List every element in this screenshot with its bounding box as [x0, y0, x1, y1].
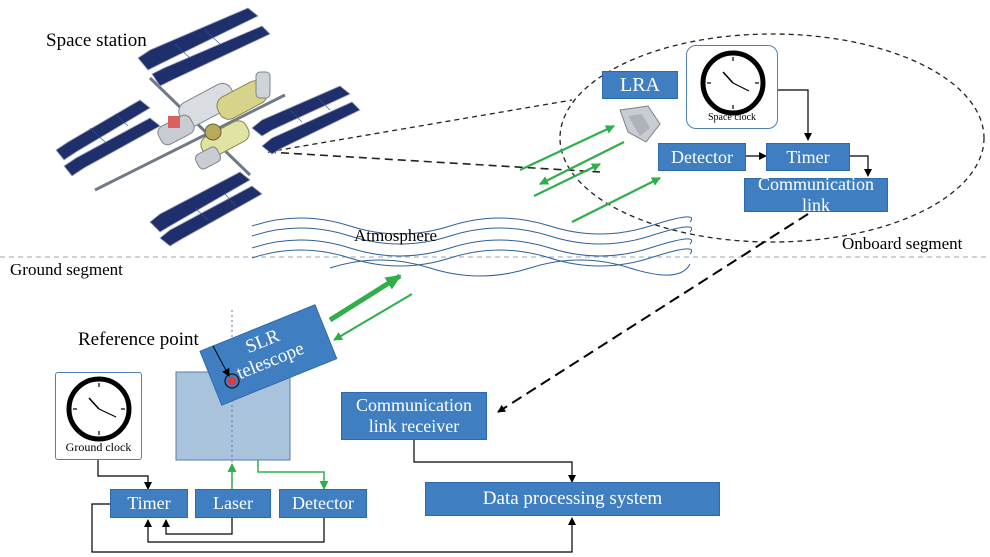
- onboard-laser-beams: [519, 125, 661, 223]
- timer-to-comm-link-arrow: [850, 155, 872, 177]
- zoom-line-lower: [267, 151, 601, 173]
- communication-link-receiver-box: Communication link receiver: [341, 392, 487, 440]
- clock-icon: [700, 50, 766, 116]
- receiver-line2: link receiver: [368, 416, 460, 436]
- ground-timer-box: Timer: [110, 489, 188, 518]
- return-laser-beam: [333, 293, 413, 341]
- atmosphere-label: Atmosphere: [354, 226, 438, 245]
- reference-point-leader: [212, 345, 230, 377]
- space-station-label: Space station: [46, 30, 147, 51]
- telescope-to-detector-arrow: [257, 460, 329, 490]
- ground-clock-to-timer-arrow: [97, 460, 152, 490]
- data-processing-system-box: Data processing system: [425, 482, 720, 516]
- ground-clock: Ground clock: [55, 372, 142, 460]
- onboard-segment-boundary: [559, 33, 985, 243]
- clock-icon: [66, 376, 132, 442]
- receiver-line1: Communication: [356, 395, 472, 415]
- onboard-timer-box: Timer: [766, 143, 850, 171]
- ground-segment-label: Ground segment: [10, 260, 123, 279]
- space-clock-label: Space clock: [707, 112, 757, 123]
- receiver-to-data-processing-arrow: [413, 440, 576, 483]
- space-clock: Space clock: [686, 45, 778, 129]
- zoom-line-upper: [267, 99, 573, 153]
- onboard-segment-label: Onboard segment: [842, 234, 963, 253]
- atmosphere-waves: [251, 216, 693, 277]
- space-station-illustration: [55, 7, 361, 247]
- laser-to-timer-arrow: [162, 518, 233, 535]
- downlink-arrow: [497, 213, 809, 413]
- ground-detector-box: Detector: [279, 489, 367, 518]
- lra-reflector-icon: [619, 105, 661, 143]
- laser-box: Laser: [195, 489, 271, 518]
- uplink-laser-beam: [328, 273, 402, 323]
- space-clock-to-timer-arrow: [778, 89, 812, 141]
- reference-point-ring: [224, 373, 240, 389]
- communication-link-box: Communication link: [744, 174, 888, 215]
- onboard-detector-box: Detector: [658, 143, 746, 171]
- timer-to-data-processing-arrow: [91, 503, 576, 553]
- ground-clock-label: Ground clock: [65, 440, 132, 454]
- reference-point-marker: [228, 377, 236, 385]
- reference-point-label: Reference point: [78, 329, 199, 350]
- lra-box: LRA: [602, 71, 678, 99]
- detector-to-timer-arrow-ground: [144, 518, 325, 543]
